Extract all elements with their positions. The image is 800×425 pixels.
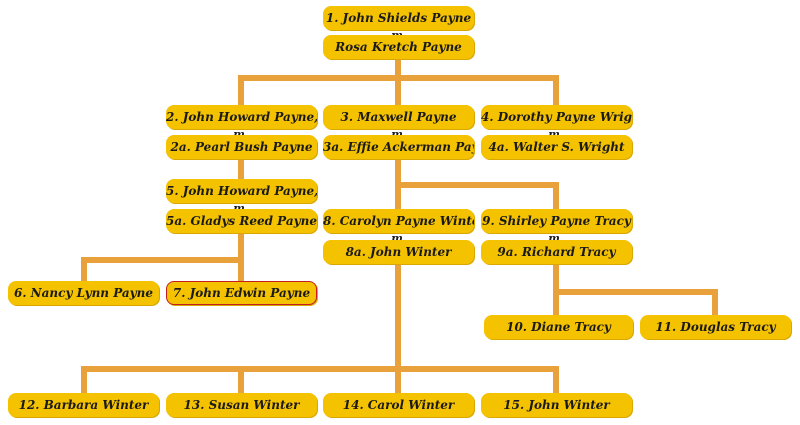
person-box-7: 7. John Edwin Payne bbox=[166, 281, 317, 305]
person-box-13: 13. Susan Winter bbox=[166, 393, 317, 417]
person-box-10: 10. Diane Tracy bbox=[484, 315, 633, 339]
spouse-box-1: Rosa Kretch Payne bbox=[323, 35, 474, 59]
spouse-box-9: 9a. Richard Tracy bbox=[481, 240, 632, 264]
person-box-11: 11. Douglas Tracy bbox=[640, 315, 791, 339]
spouse-box-5: 5a. Gladys Reed Payne bbox=[166, 209, 317, 233]
person-box-5: 5. John Howard Payne, Jr. bbox=[166, 179, 317, 203]
person-box-14: 14. Carol Winter bbox=[323, 393, 474, 417]
person-box-9: 9. Shirley Payne Tracy bbox=[481, 209, 632, 233]
person-box-6: 6. Nancy Lynn Payne bbox=[8, 281, 159, 305]
person-box-1: 1. John Shields Payne bbox=[323, 6, 474, 30]
spouse-box-2: 2a. Pearl Bush Payne bbox=[166, 135, 317, 159]
person-box-2: 2. John Howard Payne, Sr. bbox=[166, 105, 317, 129]
person-box-12: 12. Barbara Winter bbox=[8, 393, 159, 417]
person-box-3: 3. Maxwell Payne bbox=[323, 105, 474, 129]
person-box-8: 8. Carolyn Payne Winter bbox=[323, 209, 474, 233]
spouse-box-3: 3a. Effie Ackerman Payne bbox=[323, 135, 474, 159]
person-box-4: 4. Dorothy Payne Wright bbox=[481, 105, 632, 129]
spouse-box-8: 8a. John Winter bbox=[323, 240, 474, 264]
spouse-box-4: 4a. Walter S. Wright bbox=[481, 135, 632, 159]
person-box-15: 15. John Winter bbox=[481, 393, 632, 417]
